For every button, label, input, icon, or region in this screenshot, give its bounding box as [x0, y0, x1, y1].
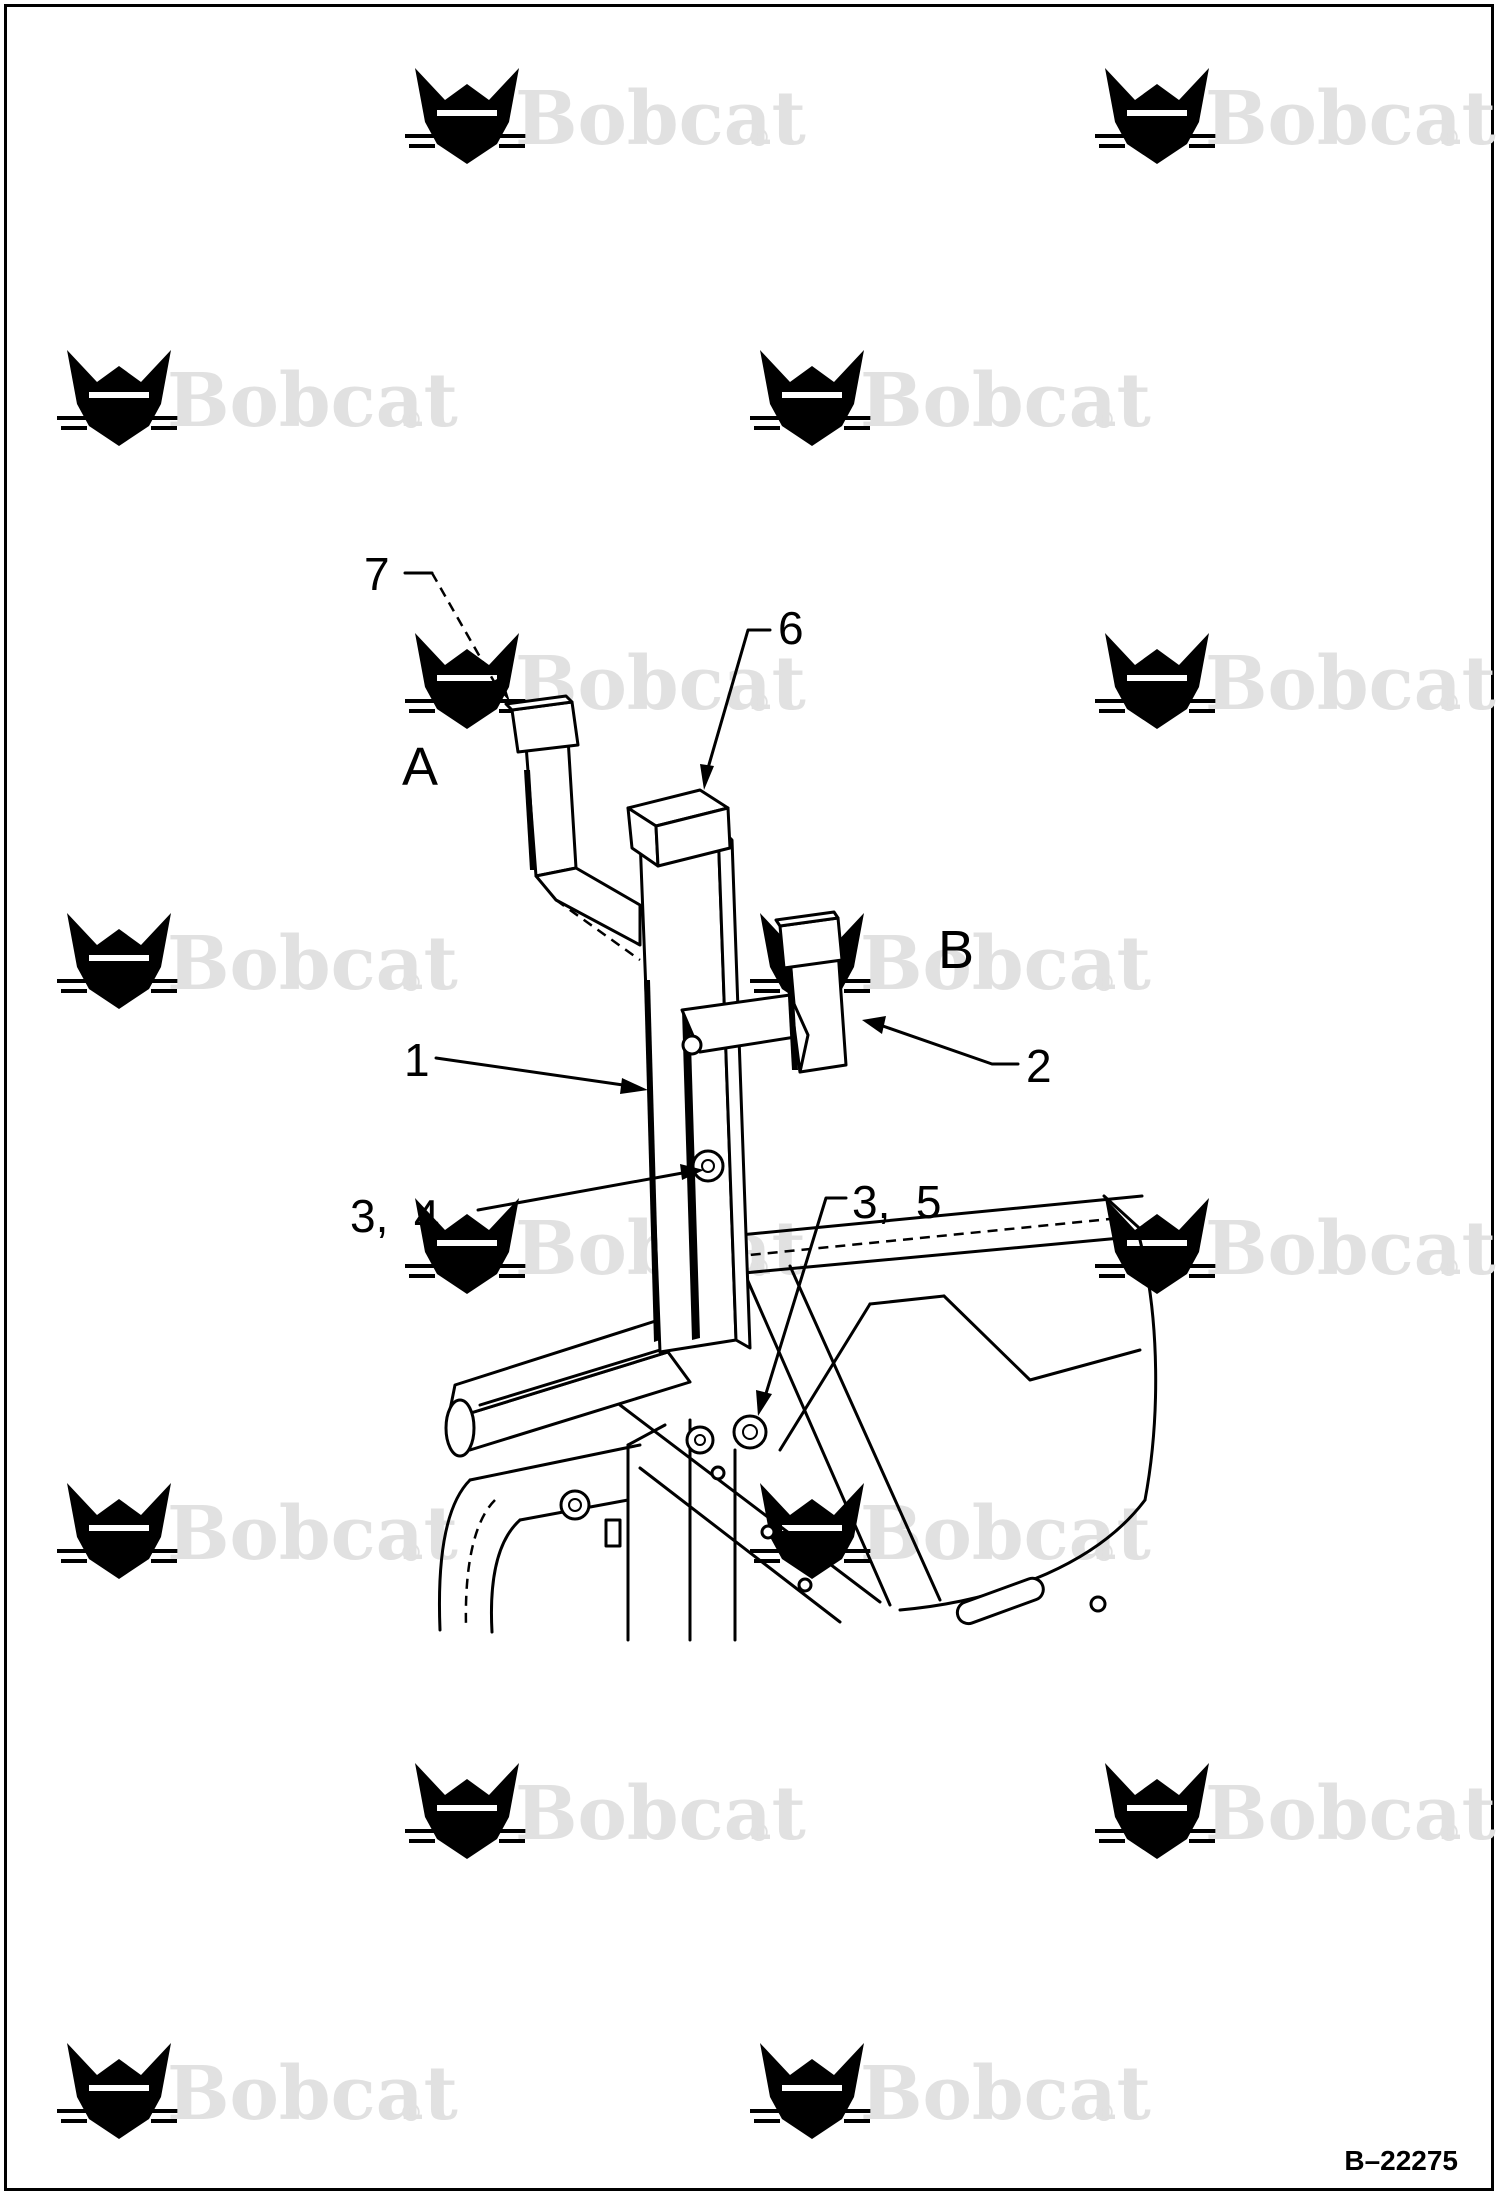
nut [732, 1414, 768, 1450]
watermark-layer: Bobcat ® Bobcat ® Bobcat ® Bobcat ® Bobc… [57, 68, 1496, 2139]
watermark-mark: ® [1437, 688, 1461, 717]
bobcat-logo-icon [405, 1763, 529, 1859]
watermark: Bobcat ® [750, 350, 1151, 446]
zone-label-a: A [402, 737, 438, 797]
watermark-text: Bobcat [515, 76, 806, 162]
watermark-mark: ® [1437, 123, 1461, 152]
callout-3-5: 3, 5 [852, 1176, 942, 1228]
zone-label-b: B [938, 920, 974, 980]
arrowhead [492, 676, 510, 702]
arrowhead [680, 1164, 704, 1180]
watermark-mark: ® [399, 968, 423, 997]
watermark: Bobcat ® [57, 2043, 458, 2139]
watermark-text: Bobcat [1205, 1771, 1496, 1857]
watermark: Bobcat ® [57, 913, 458, 1009]
watermark-text: Bobcat [1205, 76, 1496, 162]
watermark-text: Bobcat [515, 1771, 806, 1857]
watermark-mark: ® [747, 1253, 771, 1282]
bobcat-logo-icon [1095, 1198, 1219, 1294]
nut [685, 1425, 715, 1455]
watermark: Bobcat ® [750, 913, 1151, 1009]
watermark-mark: ® [747, 123, 771, 152]
watermark: Bobcat ® [1095, 1763, 1496, 1859]
watermark: Bobcat ® [1095, 68, 1496, 164]
bracket-b [680, 910, 848, 1183]
bobcat-logo-icon [1095, 633, 1219, 729]
bobcat-logo-icon [1095, 1763, 1219, 1859]
watermark-text: Bobcat [167, 1491, 458, 1577]
watermark: Bobcat ® [57, 1483, 458, 1579]
bobcat-logo-icon [405, 633, 529, 729]
watermark-text: Bobcat [1205, 641, 1496, 727]
watermark-text: Bobcat [167, 2051, 458, 2137]
watermark: Bobcat ® [405, 68, 806, 164]
watermark-mark: ® [1092, 968, 1116, 997]
watermark: Bobcat ® [405, 633, 806, 729]
watermark: Bobcat ® [405, 1763, 806, 1859]
nut [559, 1489, 591, 1521]
bobcat-logo-icon [57, 1483, 181, 1579]
watermark: Bobcat ® [750, 2043, 1151, 2139]
arrowhead [862, 1016, 886, 1034]
arrowhead [700, 764, 714, 790]
figure-id: B–22275 [1344, 2145, 1458, 2176]
watermark: Bobcat ® [1095, 1198, 1496, 1294]
watermark-text: Bobcat [167, 358, 458, 444]
bobcat-logo-icon [57, 913, 181, 1009]
watermark-mark: ® [747, 1818, 771, 1847]
watermark-mark: ® [1437, 1818, 1461, 1847]
callout-3-4: 3, 4 [350, 1190, 440, 1242]
bobcat-logo-icon [405, 68, 529, 164]
watermark-mark: ® [399, 2098, 423, 2127]
watermark: Bobcat ® [57, 350, 458, 446]
page-border [4, 4, 1494, 2191]
leader-lines [403, 571, 1020, 1416]
watermark-text: Bobcat [860, 921, 1151, 1007]
callout-7: 7 [364, 548, 390, 600]
watermark-text: Bobcat [167, 921, 458, 1007]
callout-6: 6 [778, 602, 804, 654]
watermark-mark: ® [1092, 405, 1116, 434]
nut [691, 1149, 725, 1183]
bobcat-logo-icon [57, 350, 181, 446]
watermark-text: Bobcat [860, 358, 1151, 444]
bracket-a [504, 694, 642, 962]
arrowhead [756, 1390, 772, 1416]
watermark: Bobcat ® [750, 1483, 1151, 1579]
bobcat-logo-icon [750, 2043, 874, 2139]
watermark-text: Bobcat [860, 1491, 1151, 1577]
watermark: Bobcat ® [1095, 633, 1496, 729]
callout-2: 2 [1026, 1040, 1052, 1092]
watermark-text: Bobcat [860, 2051, 1151, 2137]
bobcat-logo-icon [750, 350, 874, 446]
watermark-mark: ® [1437, 1253, 1461, 1282]
watermark-mark: ® [1092, 1538, 1116, 1567]
watermark-mark: ® [399, 1538, 423, 1567]
callout-1: 1 [404, 1034, 430, 1086]
frame-assembly [437, 1194, 1158, 1642]
watermark-mark: ® [1092, 2098, 1116, 2127]
bobcat-logo-icon [57, 2043, 181, 2139]
watermark-text: Bobcat [1205, 1206, 1496, 1292]
bobcat-logo-icon [1095, 68, 1219, 164]
watermark-mark: ® [399, 405, 423, 434]
arrowhead [620, 1078, 648, 1094]
watermark-mark: ® [747, 688, 771, 717]
